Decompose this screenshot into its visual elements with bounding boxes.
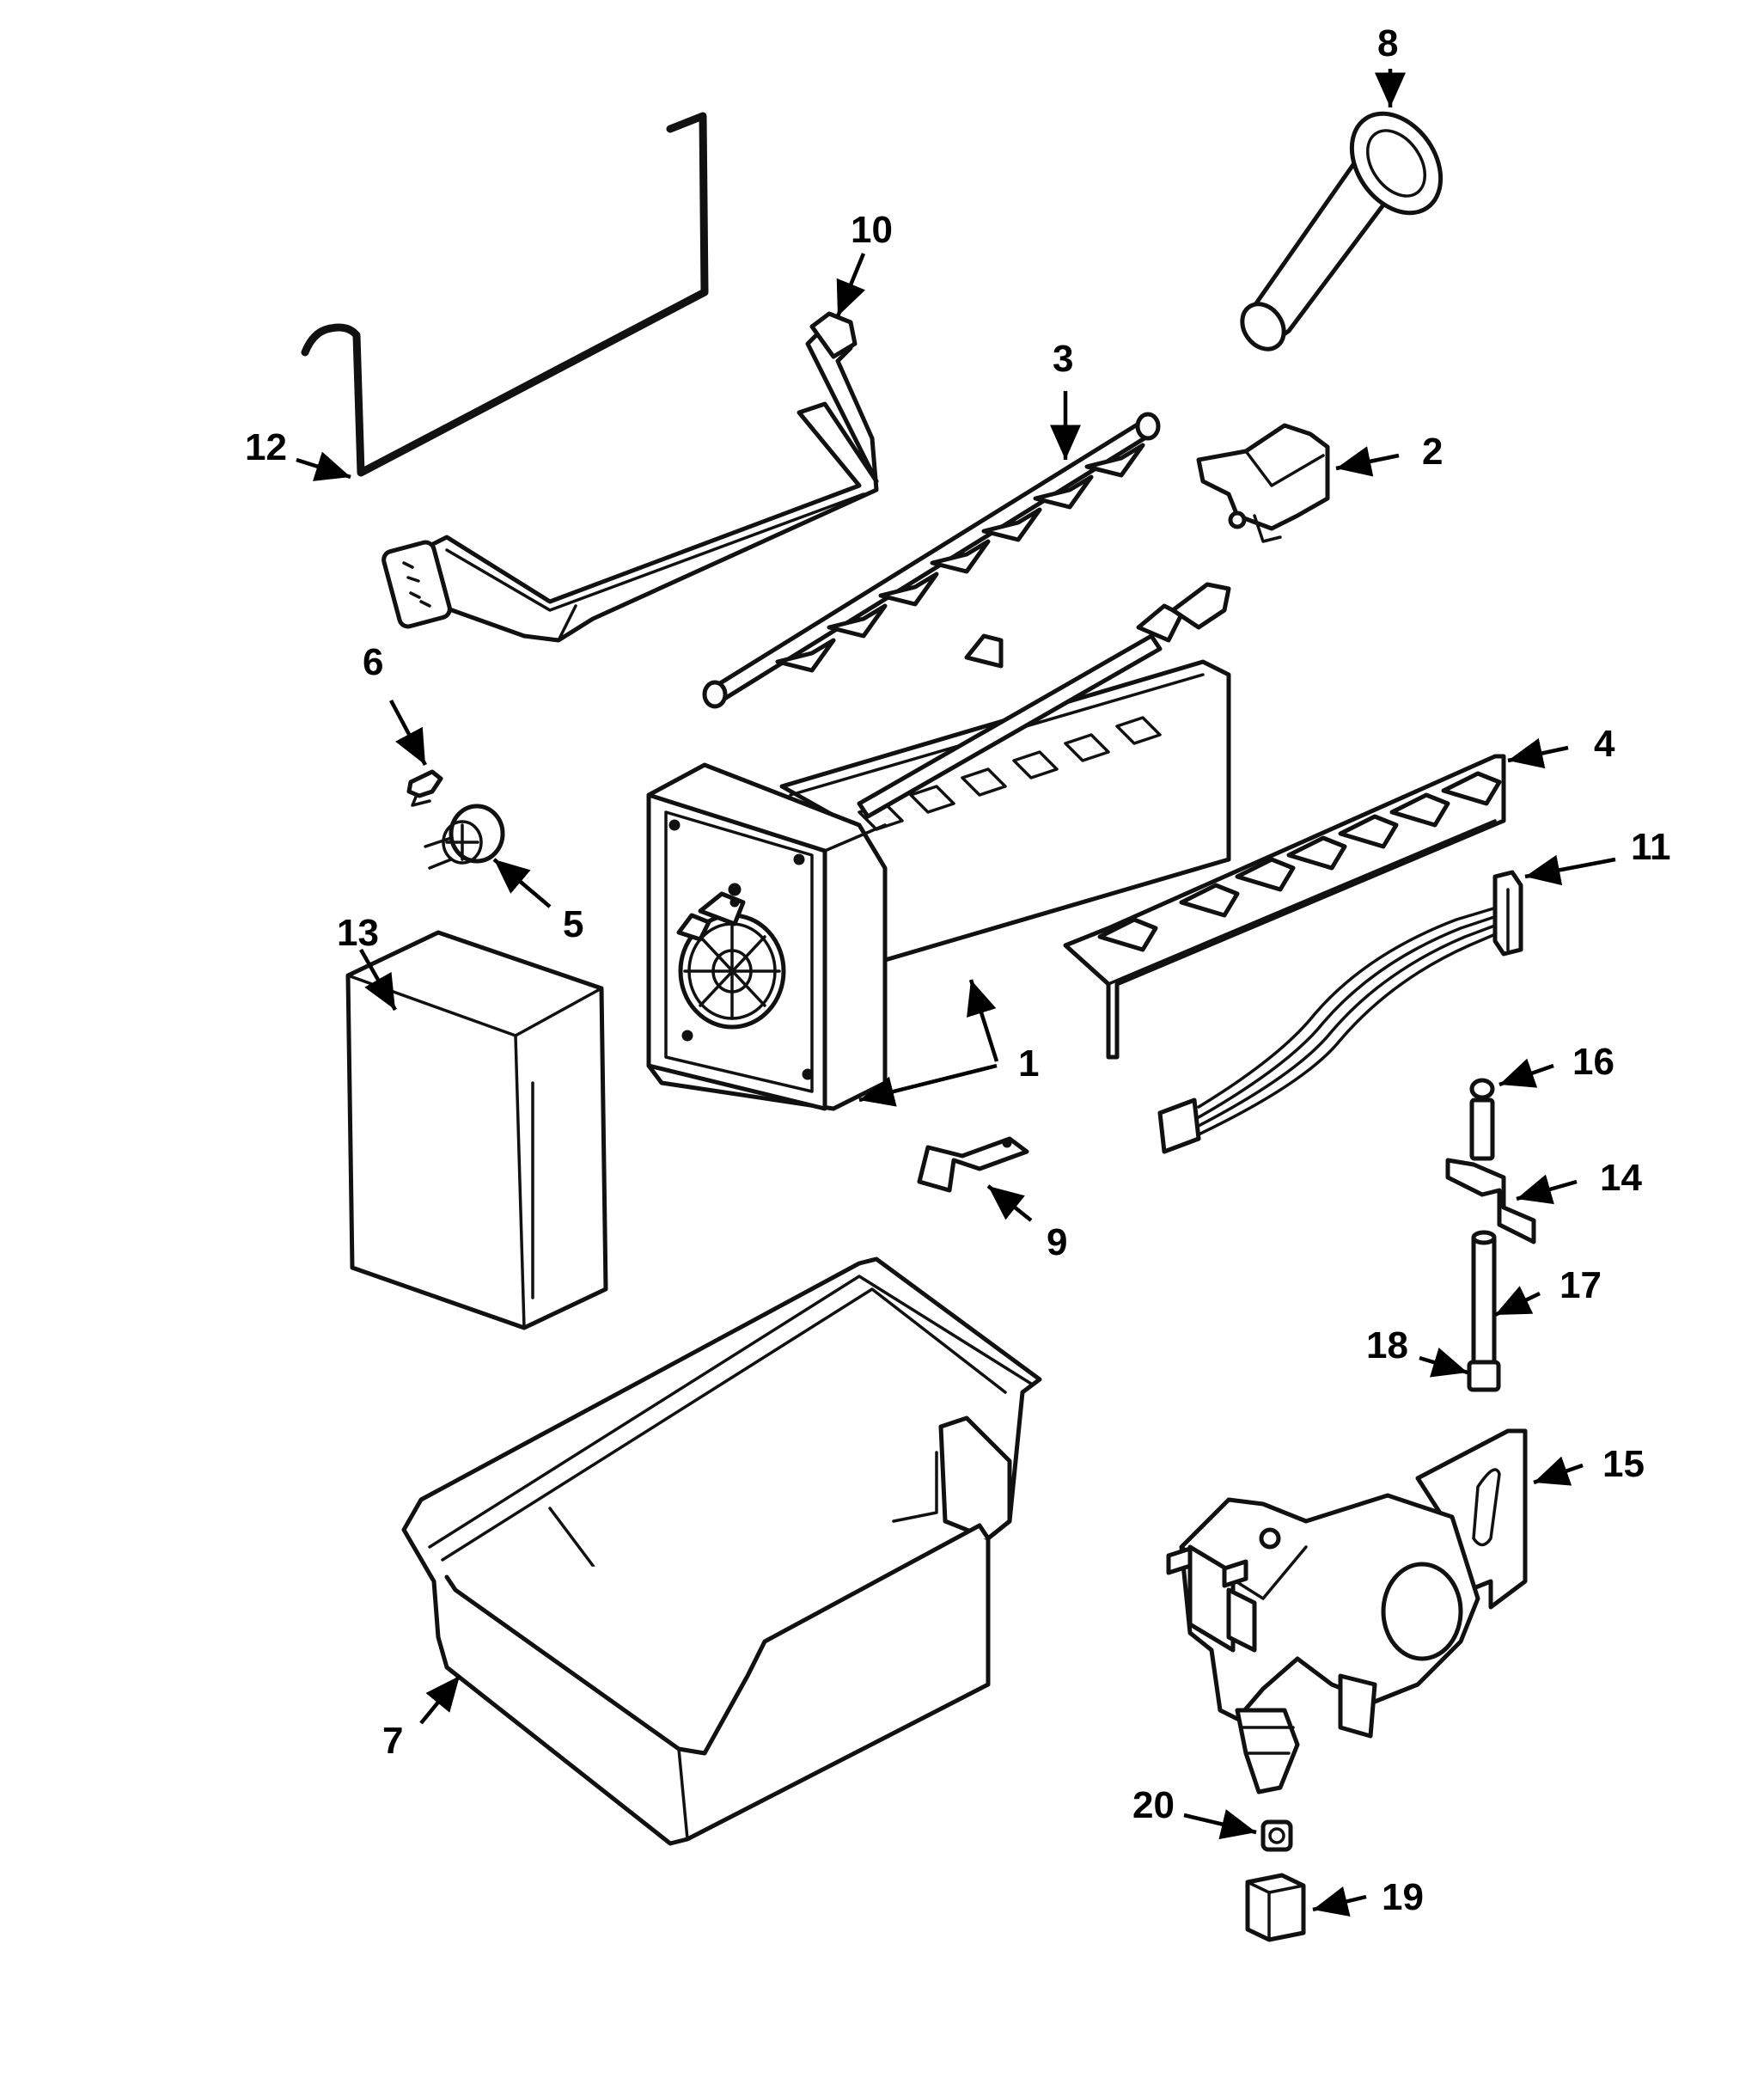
callout-20: 20 [1132,1784,1175,1826]
callout-9: 9 [1047,1221,1067,1263]
callout-18: 18 [1366,1324,1408,1366]
leader-5 [492,858,552,908]
part-14-clamp [1445,1158,1536,1244]
part-9-bracket [917,1136,1029,1193]
part-5-thermostat [424,804,505,870]
leader-15 [1533,1456,1584,1486]
leader-11 [1524,854,1616,886]
part-10-mounting-bracket [381,311,879,643]
part-4-ice-stripper [1063,754,1506,1060]
callout-7: 7 [382,1720,403,1762]
part-11-wire-harness [1157,870,1523,1154]
callout-labels: 1 2 3 4 5 6 7 8 9 10 11 12 13 14 15 16 1… [245,22,1671,1918]
part-7-ice-bin [401,1256,1042,1846]
leader-16 [1498,1058,1554,1088]
callout-16: 16 [1572,1041,1614,1083]
part-1-ice-maker [646,582,1231,1111]
part-6-clip [406,769,443,807]
part-17-tube [1471,1230,1497,1365]
part-15-water-valve [1166,1428,1528,1794]
leader-14 [1516,1174,1578,1205]
callout-19: 19 [1382,1876,1424,1918]
callout-6: 6 [363,641,383,683]
leader-18 [1419,1348,1468,1378]
leader-2 [1335,446,1400,477]
part-18-nut [1467,1360,1501,1392]
callout-1: 1 [1018,1042,1039,1085]
callout-5: 5 [563,903,583,945]
leader-6 [389,699,427,767]
callout-8: 8 [1377,22,1398,64]
part-12-shutoff-arm [301,112,709,477]
callout-15: 15 [1602,1443,1645,1485]
callout-14: 14 [1600,1157,1642,1199]
leader-lines [296,69,1616,1917]
part-2-shutoff-lever [1196,423,1330,543]
leader-9 [986,1184,1033,1222]
leader-4 [1507,737,1569,769]
part-16-bushing [1469,1078,1495,1161]
leader-1b [858,1063,998,1107]
leader-10 [835,253,866,317]
leader-7 [419,1674,461,1725]
callout-3: 3 [1053,338,1073,380]
leader-17 [1494,1286,1541,1318]
leader-1a [967,979,999,1062]
callout-13: 13 [337,912,379,954]
callout-11: 11 [1631,826,1671,868]
leader-20 [1183,1809,1257,1840]
callout-2: 2 [1422,431,1443,473]
part-20-washer [1260,1819,1293,1852]
callout-4: 4 [1594,723,1615,765]
part-19-fitting-nut [1245,1873,1306,1942]
part-1-gear [676,891,786,1030]
callout-12: 12 [245,426,287,468]
callout-17: 17 [1560,1264,1602,1306]
part-13-cover [345,930,608,1330]
leader-19 [1312,1886,1367,1917]
part-3-ejector [702,412,1161,709]
part-8-fill-cup [1240,111,1444,352]
leader-12 [296,451,351,481]
leader-13 [359,948,397,1012]
callout-10: 10 [851,209,893,251]
